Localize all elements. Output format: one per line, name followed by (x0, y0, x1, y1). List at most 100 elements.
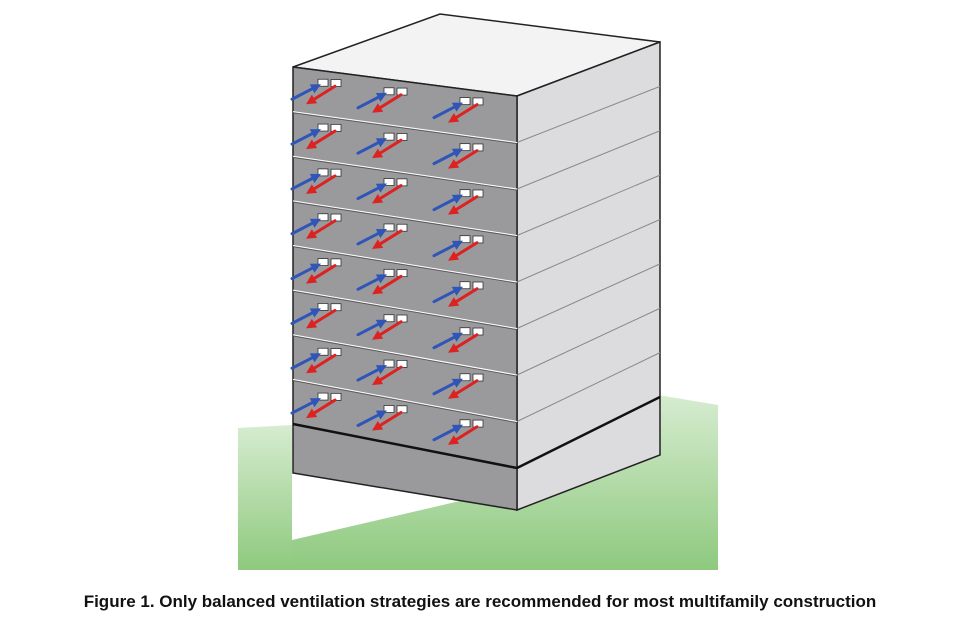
red-arrow-icon (448, 287, 479, 307)
blue-arrow-icon (290, 263, 321, 281)
blue-arrow-icon (432, 194, 463, 212)
supply-vent (317, 168, 329, 177)
red-arrow-icon (372, 365, 403, 386)
red-arrow-icon (448, 149, 479, 169)
unit-vent-pair (356, 405, 408, 431)
supply-vent (317, 213, 329, 222)
unit-vent-pair (356, 268, 408, 295)
unit-vent-pair (290, 123, 342, 150)
supply-vent (383, 268, 395, 277)
unit-vent-pair (290, 168, 342, 194)
blue-arrow-icon (356, 274, 387, 291)
unit-vent-pair (290, 347, 342, 374)
blue-arrow-icon (432, 378, 463, 396)
blue-arrow-icon (356, 228, 387, 246)
blue-arrow-icon (432, 148, 463, 166)
red-arrow-icon (448, 241, 479, 261)
blue-arrow-icon (290, 173, 321, 191)
blue-arrow-icon (432, 332, 463, 350)
floor-line-front (292, 289, 518, 329)
floor-line-front-shadow (292, 380, 518, 424)
blue-arrow-icon (432, 424, 463, 442)
red-arrow-icon (448, 195, 479, 215)
blue-arrow-icon (356, 365, 387, 382)
unit-vent-pair (432, 143, 484, 169)
supply-vent (383, 178, 395, 186)
supply-vent (383, 359, 395, 368)
red-arrow-icon (372, 229, 403, 249)
floor-line-side (516, 352, 661, 422)
blue-arrow-icon (290, 308, 321, 325)
base-divider-front (292, 422, 518, 470)
floor-line-side (516, 219, 661, 283)
red-arrow-icon (306, 308, 337, 329)
front-face (292, 66, 518, 511)
floor-line-side (516, 130, 661, 190)
red-arrow-icon (306, 264, 337, 284)
blue-arrow-icon (290, 398, 321, 415)
red-arrow-icon (372, 410, 403, 431)
supply-vent (383, 223, 395, 232)
base-divider-side (516, 395, 661, 470)
red-arrow-icon (372, 93, 403, 113)
unit-vent-pair (356, 314, 408, 340)
supply-vent (383, 405, 395, 413)
unit-vent-pair (356, 178, 408, 204)
building-ventilation-diagram (238, 13, 718, 570)
floor-line-front-shadow (292, 290, 518, 331)
supply-vent (317, 392, 329, 401)
red-arrow-icon (306, 174, 337, 194)
floor-line-front (292, 155, 518, 190)
blue-arrow-icon (290, 353, 321, 370)
red-arrow-icon (448, 425, 479, 445)
figure-caption: Figure 1. Only balanced ventilation stra… (83, 592, 877, 611)
unit-vent-pair (432, 327, 484, 353)
unit-vent-pair (290, 303, 342, 329)
unit-vent-pair (432, 281, 484, 307)
blue-arrow-icon (432, 102, 463, 120)
supply-vent (383, 314, 395, 323)
blue-arrow-icon (432, 240, 463, 258)
floor-line-front (292, 111, 518, 143)
blue-arrow-icon (356, 138, 387, 155)
supply-vent (459, 97, 471, 106)
floor-line-front (292, 378, 518, 422)
floor-line-side (516, 85, 661, 143)
unit-vent-pair (356, 359, 408, 386)
unit-vent-pair (432, 189, 484, 215)
unit-vent-pair (432, 419, 484, 445)
unit-vent-pair (290, 258, 342, 284)
red-arrow-icon (448, 333, 479, 353)
red-arrow-icon (372, 274, 403, 295)
ground-right (292, 395, 718, 570)
unit-vent-pair (432, 97, 484, 123)
supply-vent (459, 143, 471, 152)
supply-vent (459, 419, 471, 428)
supply-vent (317, 78, 329, 87)
red-arrow-icon (306, 219, 337, 239)
red-arrow-icon (372, 138, 403, 159)
red-arrow-icon (306, 84, 337, 105)
floor-line-front-shadow (292, 201, 518, 238)
floor-line-front (292, 334, 518, 376)
supply-vent (459, 235, 471, 244)
supply-vent (317, 258, 329, 266)
floor-line-front-shadow (292, 112, 518, 145)
floor-lines (292, 85, 661, 424)
ground (238, 425, 292, 570)
blue-arrow-icon (432, 286, 463, 304)
supply-vent (317, 123, 329, 132)
floor-line-front-shadow (292, 246, 518, 284)
red-arrow-icon (306, 353, 337, 374)
blue-arrow-icon (290, 218, 321, 236)
red-arrow-icon (448, 379, 479, 399)
blue-arrow-icon (356, 319, 387, 337)
side-face (516, 40, 661, 512)
unit-vents (290, 78, 484, 445)
supply-vent (459, 281, 471, 290)
supply-vent (383, 132, 395, 141)
red-arrow-icon (448, 103, 479, 123)
floor-line-front (292, 200, 518, 236)
unit-vent-pair (356, 132, 408, 159)
blue-arrow-icon (356, 183, 387, 201)
